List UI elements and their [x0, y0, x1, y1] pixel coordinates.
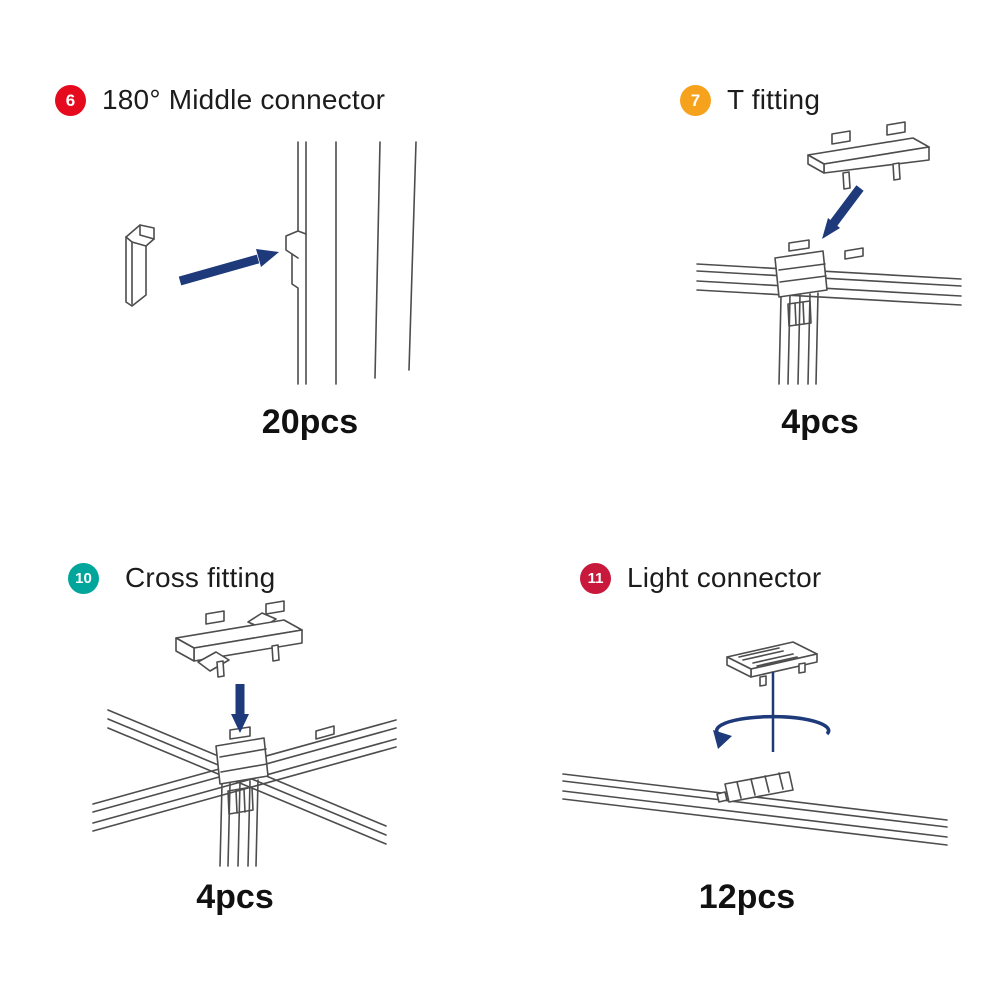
arrow-icon	[231, 684, 249, 733]
arrow-icon	[178, 249, 279, 286]
frame-junction-drawing	[774, 239, 828, 385]
t-fitting-part-drawing	[807, 121, 930, 190]
panel-title-light-connector: Light connector	[627, 562, 822, 593]
panel-title-middle-connector: 180° Middle connector	[102, 84, 386, 115]
panel-middle-connector-header: 6 180° Middle connector	[55, 84, 385, 116]
panel-t-fitting-header: 7 T fitting	[680, 84, 820, 116]
middle-connector-diagram	[125, 141, 417, 385]
badge-10: 10	[68, 562, 99, 594]
count-middle-connector: 20pcs	[261, 403, 359, 441]
panel-light-connector-header: 11 Light connector	[580, 562, 821, 594]
count-t-fitting: 4pcs	[781, 403, 859, 441]
light-connector-part-drawing	[726, 641, 818, 687]
count-light-connector: 12pcs	[698, 878, 796, 916]
badge-6: 6	[55, 84, 86, 116]
middle-connector-part-drawing	[125, 224, 155, 307]
cross-fitting-diagram	[92, 600, 397, 867]
count-cross-fitting: 4pcs	[196, 878, 274, 916]
badge-7: 7	[680, 84, 711, 116]
panel-title-cross-fitting: Cross fitting	[125, 562, 276, 593]
cross-fitting-part-drawing	[175, 600, 303, 678]
panel-title-t-fitting: T fitting	[727, 84, 821, 115]
frame-cross-drawing	[92, 709, 397, 867]
rotation-arrow-icon	[713, 672, 831, 752]
panel-cross-fitting-header: 10 Cross fitting	[68, 562, 275, 594]
arrow-icon	[822, 185, 864, 239]
rail-drawing	[285, 141, 417, 385]
light-connector-diagram	[562, 641, 948, 846]
rail-drawing	[696, 247, 962, 306]
t-fitting-diagram	[696, 121, 962, 385]
badge-11: 11	[580, 562, 611, 594]
light-connector-on-rail-drawing	[716, 771, 794, 803]
